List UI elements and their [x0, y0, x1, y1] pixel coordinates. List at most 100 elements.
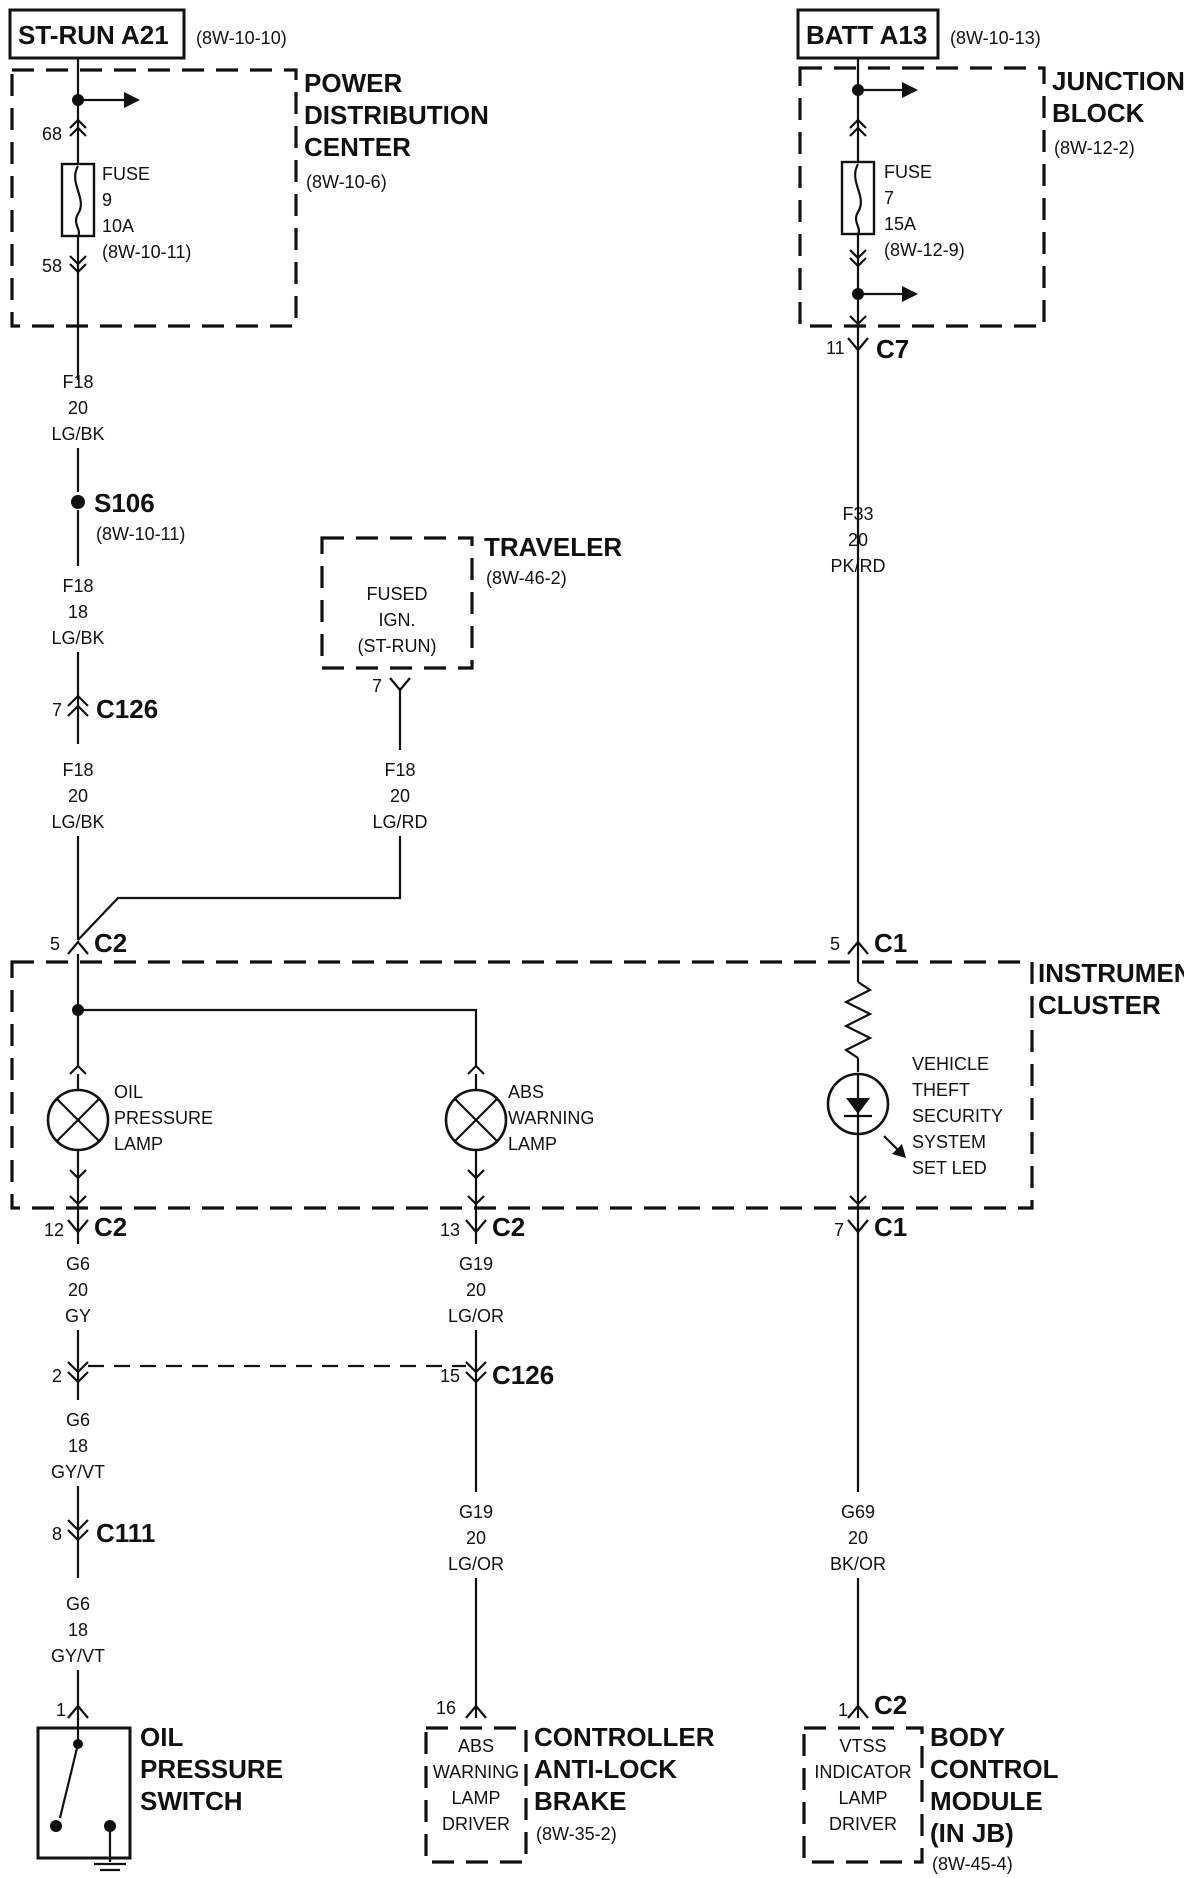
svg-text:5: 5 [50, 934, 60, 954]
svg-text:7: 7 [884, 188, 894, 208]
svg-text:(8W-10-11): (8W-10-11) [102, 242, 191, 262]
svg-text:SET LED: SET LED [912, 1158, 987, 1178]
right-wire-f33: F33 20 PK/RD [830, 504, 885, 576]
svg-text:INSTRUMENT: INSTRUMENT [1038, 958, 1184, 988]
lower-left-run: G6 20 GY 2 G6 18 GY/VT 8 C111 G6 18 GY/V… [36, 1232, 283, 1872]
st-run-source: ST-RUN A21 (8W-10-10) [8, 8, 287, 60]
svg-text:20: 20 [390, 786, 410, 806]
svg-text:7: 7 [52, 700, 62, 720]
svg-text:LAMP: LAMP [114, 1134, 163, 1154]
svg-text:12: 12 [44, 1220, 64, 1240]
svg-text:BK/OR: BK/OR [830, 1554, 886, 1574]
svg-text:15A: 15A [884, 214, 916, 234]
svg-text:18: 18 [68, 1436, 88, 1456]
svg-text:F18: F18 [62, 372, 93, 392]
svg-text:TRAVELER: TRAVELER [484, 532, 622, 562]
svg-text:LAMP: LAMP [508, 1134, 557, 1154]
svg-text:LG/OR: LG/OR [448, 1554, 504, 1574]
svg-text:C1: C1 [874, 928, 907, 958]
svg-text:VEHICLE: VEHICLE [912, 1054, 989, 1074]
svg-text:FUSED: FUSED [366, 584, 427, 604]
svg-text:13: 13 [440, 1220, 460, 1240]
svg-text:SECURITY: SECURITY [912, 1106, 1003, 1126]
arrow-right-icon [902, 82, 918, 98]
svg-text:CENTER: CENTER [304, 132, 411, 162]
traveler-box: TRAVELER (8W-46-2) FUSED IGN. (ST-RUN) 7… [77, 532, 622, 941]
svg-text:10A: 10A [102, 216, 134, 236]
svg-text:DISTRIBUTION: DISTRIBUTION [304, 100, 489, 130]
svg-text:C2: C2 [492, 1212, 525, 1242]
svg-text:C1: C1 [874, 1212, 907, 1242]
svg-text:(8W-35-2): (8W-35-2) [536, 1824, 617, 1844]
svg-text:9: 9 [102, 190, 112, 210]
svg-text:2: 2 [52, 1366, 62, 1386]
svg-text:(8W-46-2): (8W-46-2) [486, 568, 567, 588]
svg-text:(8W-12-9): (8W-12-9) [884, 240, 965, 260]
svg-text:G69: G69 [841, 1502, 875, 1522]
svg-text:(IN JB): (IN JB) [930, 1818, 1014, 1848]
svg-text:(8W-10-10): (8W-10-10) [196, 28, 287, 48]
svg-text:S106: S106 [94, 488, 155, 518]
svg-text:GY/VT: GY/VT [51, 1462, 105, 1482]
junction-block: JUNCTION BLOCK (8W-12-2) FUSE 7 15A (8W-… [798, 58, 1184, 955]
svg-text:C2: C2 [94, 928, 127, 958]
svg-text:ABS: ABS [458, 1736, 494, 1756]
bcm-box [802, 1726, 924, 1864]
svg-text:MODULE: MODULE [930, 1786, 1043, 1816]
svg-text:GY: GY [65, 1306, 91, 1326]
svg-text:OIL: OIL [114, 1082, 143, 1102]
svg-text:CONTROL: CONTROL [930, 1754, 1059, 1784]
svg-text:C2: C2 [94, 1212, 127, 1242]
svg-text:FUSE: FUSE [102, 164, 150, 184]
svg-text:INDICATOR: INDICATOR [814, 1762, 911, 1782]
svg-text:WARNING: WARNING [508, 1108, 594, 1128]
fuse-7-icon [840, 160, 876, 236]
svg-text:20: 20 [848, 530, 868, 550]
lower-right-run: G69 20 BK/OR 1 C2 VTSS INDICATOR LAMP DR… [802, 1232, 1059, 1874]
svg-text:G6: G6 [66, 1594, 90, 1614]
svg-text:FUSE: FUSE [884, 162, 932, 182]
oil-pressure-lamp-icon [46, 1088, 110, 1152]
lower-middle-run: G19 20 LG/OR 15 C126 G19 20 LG/OR 16 ABS… [424, 1232, 715, 1864]
svg-text:15: 15 [440, 1366, 460, 1386]
svg-text:(ST-RUN): (ST-RUN) [358, 636, 437, 656]
svg-text:8: 8 [52, 1524, 62, 1544]
batt-source: BATT A13 (8W-10-13) [796, 8, 1041, 60]
svg-text:20: 20 [68, 1280, 88, 1300]
svg-text:VTSS: VTSS [839, 1736, 886, 1756]
svg-text:F18: F18 [384, 760, 415, 780]
splice-s106 [71, 495, 85, 509]
fuse-9-icon [60, 162, 96, 238]
svg-text:F18: F18 [62, 576, 93, 596]
svg-text:20: 20 [68, 786, 88, 806]
svg-text:PK/RD: PK/RD [830, 556, 885, 576]
svg-text:BLOCK: BLOCK [1052, 98, 1145, 128]
svg-text:C126: C126 [492, 1360, 554, 1390]
instrument-cluster: INSTRUMENT CLUSTER 5 C2 5 C1 OIL PRESSUR… [10, 928, 1184, 1242]
svg-text:CONTROLLER: CONTROLLER [534, 1722, 715, 1752]
svg-text:SWITCH: SWITCH [140, 1786, 243, 1816]
svg-text:20: 20 [466, 1528, 486, 1548]
svg-text:(8W-45-4): (8W-45-4) [932, 1854, 1013, 1874]
svg-text:CLUSTER: CLUSTER [1038, 990, 1161, 1020]
svg-text:BODY: BODY [930, 1722, 1005, 1752]
svg-text:LG/OR: LG/OR [448, 1306, 504, 1326]
svg-text:ABS: ABS [508, 1082, 544, 1102]
svg-text:68: 68 [42, 124, 62, 144]
svg-text:(8W-10-6): (8W-10-6) [306, 172, 387, 192]
led-icon [826, 1072, 906, 1158]
abs-warning-lamp-icon [444, 1088, 508, 1152]
svg-text:20: 20 [848, 1528, 868, 1548]
svg-text:F33: F33 [842, 504, 873, 524]
svg-text:IGN.: IGN. [378, 610, 415, 630]
svg-text:G6: G6 [66, 1254, 90, 1274]
svg-text:LG/RD: LG/RD [372, 812, 427, 832]
svg-text:7: 7 [372, 676, 382, 696]
svg-text:16: 16 [436, 1698, 456, 1718]
svg-text:58: 58 [42, 256, 62, 276]
svg-text:(8W-12-2): (8W-12-2) [1054, 138, 1135, 158]
arrow-right-icon [902, 286, 918, 302]
svg-text:BATT A13: BATT A13 [806, 20, 927, 50]
svg-text:ANTI-LOCK: ANTI-LOCK [534, 1754, 677, 1784]
svg-text:LG/BK: LG/BK [51, 812, 104, 832]
